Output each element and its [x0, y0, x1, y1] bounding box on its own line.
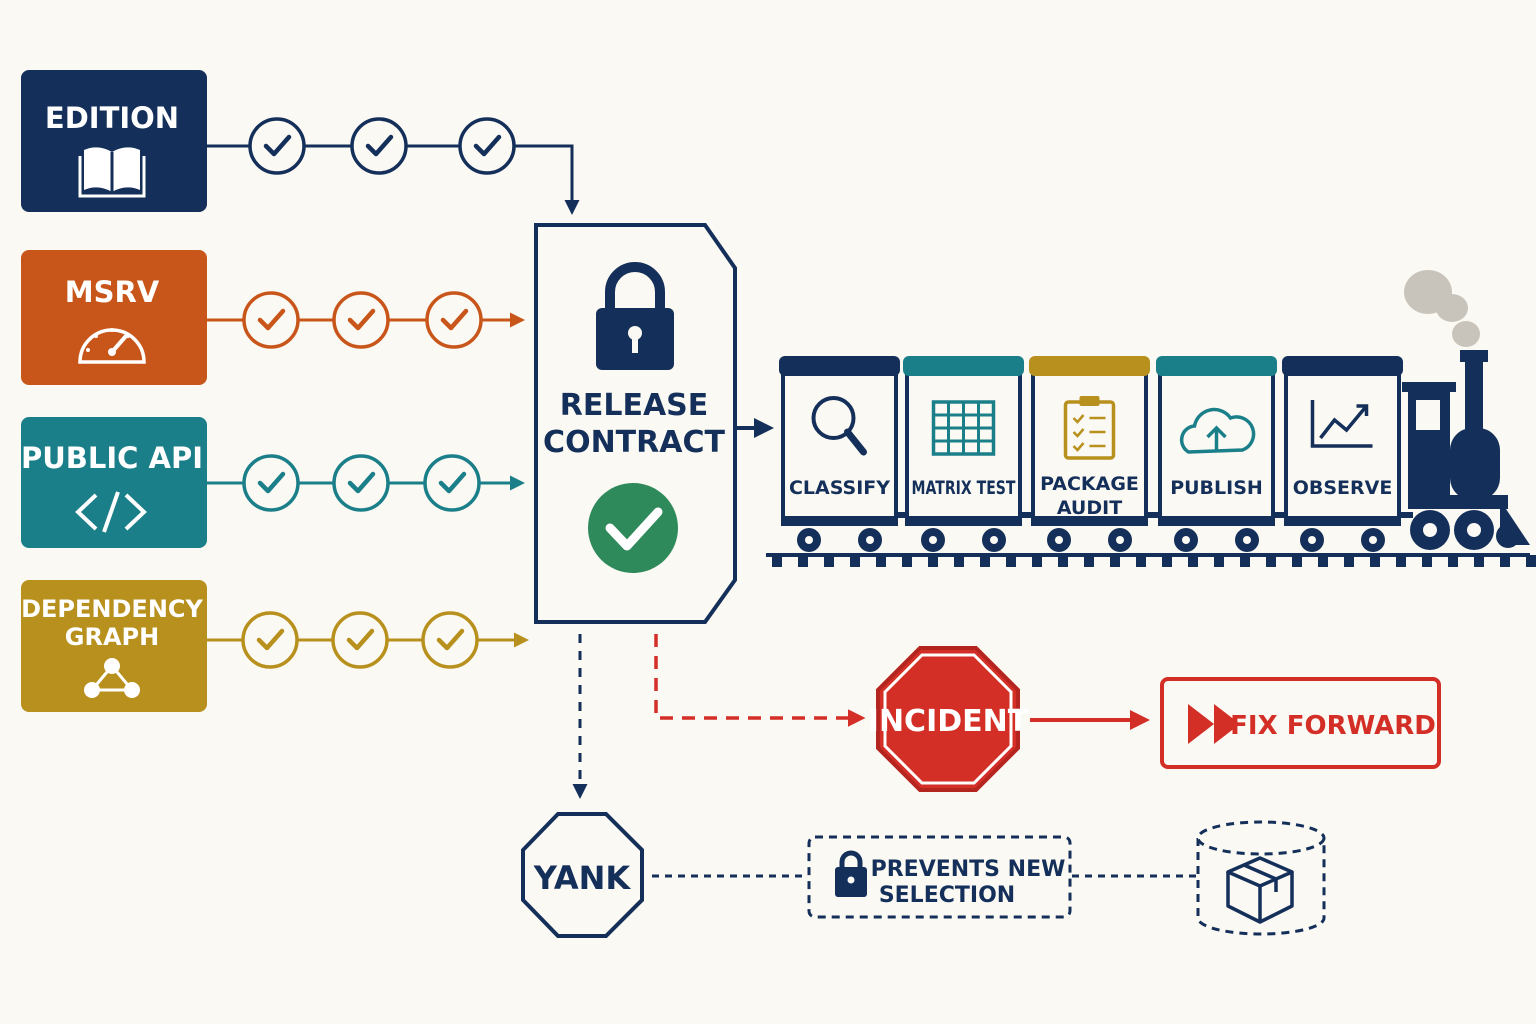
train-car-label: AUDIT: [1057, 497, 1122, 519]
incident-stop-sign: INCIDENT: [868, 646, 1029, 792]
train-car-label: MATRIX TEST: [912, 477, 1016, 499]
grid-icon: [931, 400, 996, 456]
cloud-upload-icon: [1179, 407, 1256, 454]
check-marker-icon: [458, 117, 516, 175]
train-car-3: PUBLISH: [1156, 356, 1285, 552]
check-marker-icon: [241, 611, 299, 669]
release-contract: RELEASE CONTRACT: [534, 223, 737, 624]
input-label: EDITION: [45, 101, 179, 135]
input-label: MSRV: [65, 275, 160, 309]
yank-label: YANK: [533, 859, 632, 897]
input-box-2: PUBLIC API: [21, 417, 207, 548]
check-marker-icon: [332, 454, 390, 512]
check-marker-icon: [331, 611, 389, 669]
train-car-label: PUBLISH: [1170, 477, 1263, 499]
check-circle-icon: [588, 483, 678, 573]
train-car-label: CLASSIFY: [789, 477, 890, 499]
clipboard-icon: [1063, 396, 1116, 460]
incident-label: INCIDENT: [868, 704, 1029, 739]
padlock-icon: [835, 850, 867, 897]
magnifier-icon: [811, 396, 867, 456]
contract-label-line-2: CONTRACT: [543, 425, 725, 460]
train-car-label: PACKAGE: [1040, 473, 1139, 495]
check-marker-icon: [350, 117, 408, 175]
fix-forward-label: FIX FORWARD: [1230, 711, 1436, 741]
package-icon: [1226, 856, 1294, 924]
prevents-new-selection-box: PREVENTS NEW SELECTION: [807, 835, 1072, 919]
train-car-label: OBSERVE: [1293, 477, 1393, 499]
contract-label-line-1: RELEASE: [560, 388, 709, 423]
check-marker-icon: [332, 291, 390, 349]
incident-connector: [654, 634, 866, 727]
check-marker-icon: [242, 454, 300, 512]
input-label: PUBLIC API: [21, 441, 203, 475]
check-marker-icon: [248, 117, 306, 175]
code-icon: [75, 491, 147, 533]
input-label: GRAPH: [65, 623, 159, 651]
check-marker-icon: [242, 291, 300, 349]
yank-octagon: YANK: [521, 812, 644, 938]
prevents-label-line-1: PREVENTS NEW: [871, 857, 1066, 882]
line-chart-icon: [1310, 400, 1373, 448]
check-marker-icon: [421, 611, 479, 669]
input-box-1: MSRV: [21, 250, 207, 385]
train-car-0: CLASSIFY: [779, 356, 908, 552]
check-marker-icon: [423, 454, 481, 512]
stop-sign-icon: [876, 646, 1020, 792]
fast-forward-icon: [1188, 704, 1240, 744]
fix-forward-box: FIX FORWARD: [1160, 677, 1441, 769]
octagon-icon: [521, 812, 644, 938]
check-marker-icon: [425, 291, 483, 349]
locomotive-icon: [1402, 270, 1530, 550]
train-car-4: OBSERVE: [1282, 356, 1413, 552]
gauge-icon: [78, 328, 146, 364]
input-connectors: [207, 144, 580, 648]
input-label: DEPENDENCY: [21, 595, 203, 623]
padlock-icon: [596, 262, 674, 370]
storage-cylinder: [1196, 820, 1326, 936]
input-box-0: EDITION: [21, 70, 207, 212]
graph-icon: [84, 658, 140, 698]
prevents-label-line-2: SELECTION: [879, 883, 1015, 908]
train-car-1: MATRIX TEST: [903, 356, 1032, 552]
book-icon: [78, 147, 146, 198]
